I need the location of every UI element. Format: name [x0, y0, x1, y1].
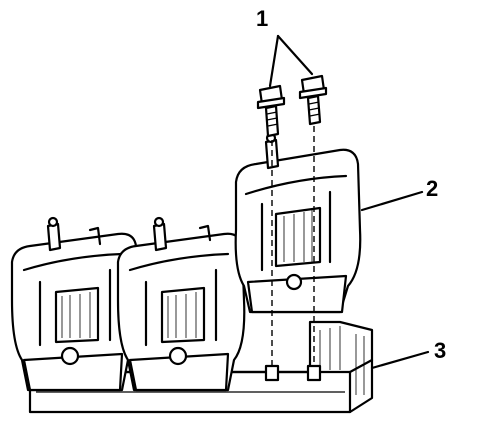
leader-lines — [268, 34, 430, 370]
middle-coil — [116, 216, 246, 392]
right-coil — [234, 132, 362, 314]
bolt-right — [298, 74, 328, 126]
callout-2: 2 — [426, 176, 438, 201]
alignment-lines — [264, 126, 322, 382]
callout-3: 3 — [434, 338, 446, 363]
callout-1: 1 — [256, 6, 268, 31]
left-coil — [10, 216, 140, 392]
bolt-left — [256, 84, 286, 138]
